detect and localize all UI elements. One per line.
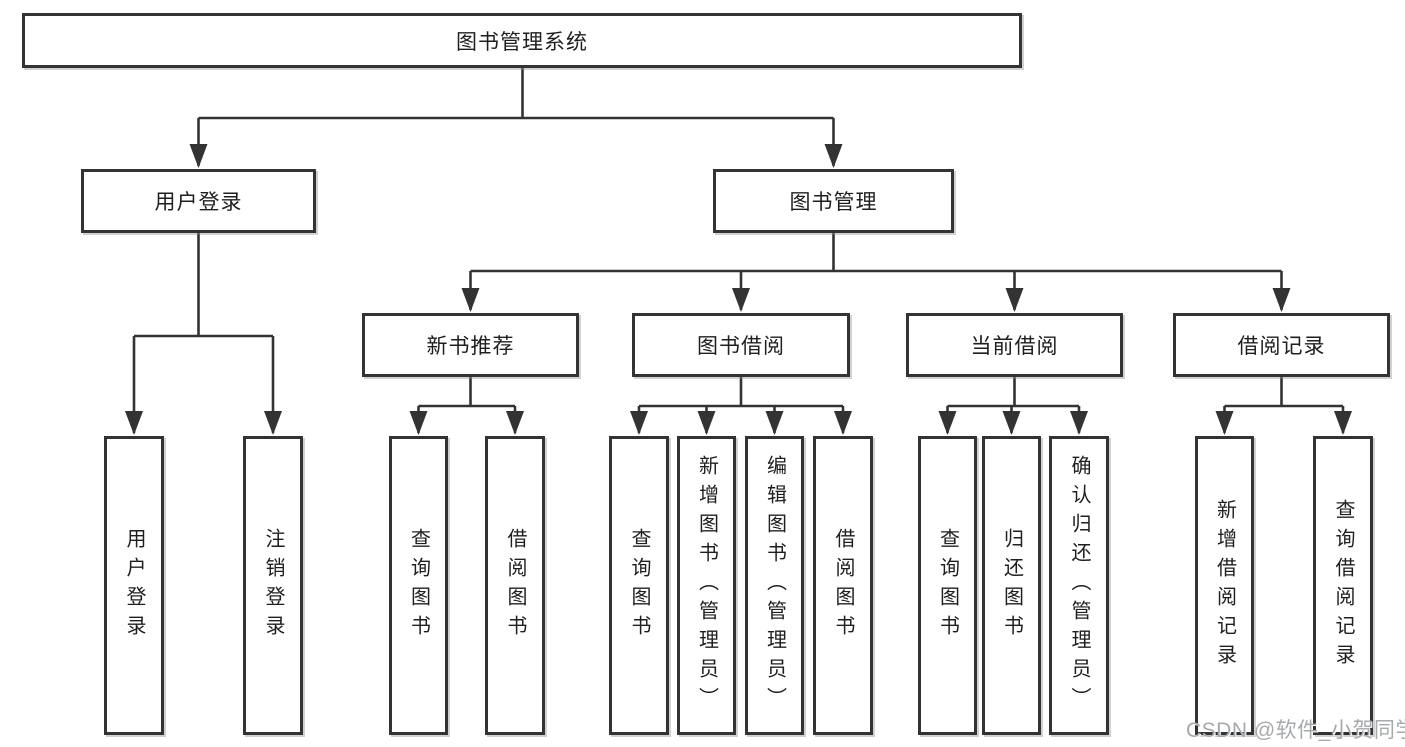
node-book-borrowing: 图书借阅 <box>632 313 850 377</box>
connector-root-split <box>189 68 843 168</box>
leaf-edit-book-admin: 编辑图书（管理员） <box>745 436 804 735</box>
leaf-borrow-books-recommend-label: 借阅图书 <box>504 527 526 644</box>
watermark: CSDN @软件_小贺同学 <box>1186 719 1405 742</box>
leaf-add-borrow-record: 新增借阅记录 <box>1195 436 1254 735</box>
connector-user-login-branch <box>125 233 282 435</box>
leaf-query-books-recommend-label: 查询图书 <box>407 527 430 644</box>
leaf-query-books-current: 查询图书 <box>918 436 977 735</box>
connector-new-book-recommend-branch <box>409 377 524 435</box>
node-user-login-label: 用户登录 <box>154 191 243 214</box>
node-current-borrowing: 当前借阅 <box>906 313 1123 377</box>
leaf-query-books-borrowing: 查询图书 <box>609 436 669 735</box>
connector-current-borrowing-branch <box>938 377 1088 435</box>
leaf-logout: 注销登录 <box>243 436 303 735</box>
connector-book-management-branch <box>461 233 1291 312</box>
leaf-query-books-borrowing-label: 查询图书 <box>628 527 650 644</box>
leaf-query-books-recommend: 查询图书 <box>389 436 448 735</box>
node-borrowing-records: 借阅记录 <box>1173 313 1390 377</box>
connector-borrowing-records-branch <box>1215 377 1352 435</box>
node-new-book-recommend: 新书推荐 <box>362 313 579 377</box>
leaf-borrow-books-label: 借阅图书 <box>832 527 854 644</box>
leaf-borrow-books-recommend: 借阅图书 <box>485 436 545 735</box>
leaf-add-book-admin: 新增图书（管理员） <box>677 436 736 735</box>
node-book-management: 图书管理 <box>713 169 954 233</box>
leaf-return-books-label: 归还图书 <box>1000 527 1023 644</box>
node-root-label: 图书管理系统 <box>456 30 588 54</box>
leaf-add-borrow-record-label: 新增借阅记录 <box>1213 498 1236 673</box>
node-root-system: 图书管理系统 <box>22 13 1022 68</box>
leaf-confirm-return-admin-label: 确认归还（管理员） <box>1068 455 1090 716</box>
node-book-management-label: 图书管理 <box>789 191 878 214</box>
leaf-logout-label: 注销登录 <box>262 527 284 644</box>
leaf-user-login-label: 用户登录 <box>123 527 145 644</box>
leaf-edit-book-admin-label: 编辑图书（管理员） <box>763 455 786 716</box>
leaf-return-books: 归还图书 <box>982 436 1041 735</box>
node-new-book-recommend-label: 新书推荐 <box>426 335 515 358</box>
node-user-login: 用户登录 <box>81 169 316 233</box>
leaf-confirm-return-admin: 确认归还（管理员） <box>1049 436 1109 735</box>
connector-book-borrowing-branch <box>630 377 852 435</box>
leaf-borrow-books: 借阅图书 <box>813 436 873 735</box>
node-current-borrowing-label: 当前借阅 <box>970 335 1059 358</box>
leaf-user-login: 用户登录 <box>104 436 164 735</box>
node-book-borrowing-label: 图书借阅 <box>697 335 785 358</box>
leaf-query-borrow-record: 查询借阅记录 <box>1313 436 1373 735</box>
leaf-add-book-admin-label: 新增图书（管理员） <box>695 455 718 716</box>
leaf-query-borrow-record-label: 查询借阅记录 <box>1332 498 1354 673</box>
node-borrowing-records-label: 借阅记录 <box>1237 335 1326 358</box>
leaf-query-books-current-label: 查询图书 <box>936 527 959 644</box>
